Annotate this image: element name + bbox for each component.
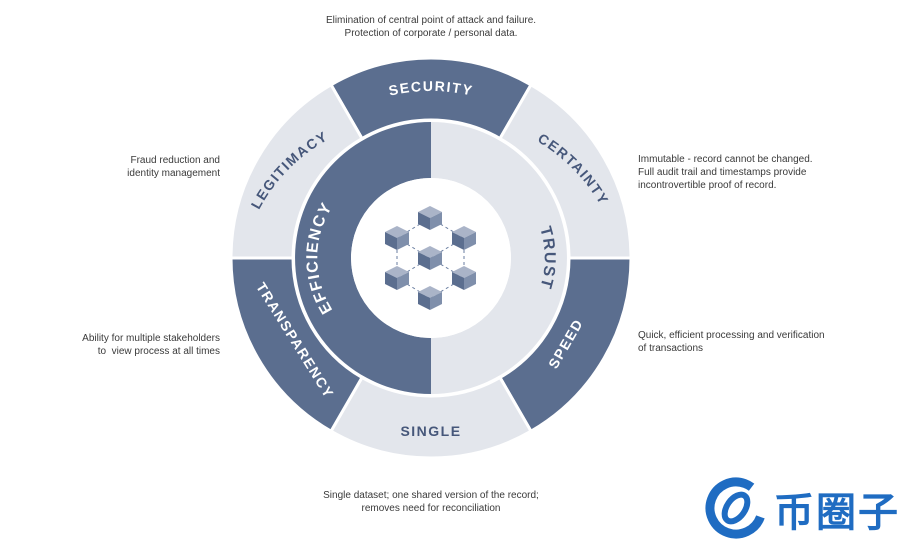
- cube-icon: [418, 286, 442, 310]
- cube-icon: [452, 266, 476, 290]
- cube-icon: [452, 226, 476, 250]
- segment-trust: [431, 122, 567, 394]
- segment-label-security: SECURITY: [387, 78, 475, 99]
- description-legitimacy: Fraud reduction and identity management: [127, 155, 220, 179]
- description-speed: Quick, efficient processing and verifica…: [638, 330, 825, 354]
- description-single: Single dataset; one shared version of th…: [323, 490, 539, 514]
- blockchain-cubes-icon: [385, 206, 476, 310]
- cube-icon: [385, 226, 409, 250]
- description-security: Elimination of central point of attack a…: [325, 15, 537, 39]
- inner-label-trust: TRUST: [536, 225, 558, 292]
- cube-icon: [418, 246, 442, 270]
- description-certainty: Immutable - record cannot be changed. Fu…: [638, 154, 813, 191]
- logo-text: 币圈子: [774, 490, 900, 536]
- segment-legitimacy: [229, 82, 365, 260]
- outer-ring: [229, 56, 633, 460]
- cube-icon: [385, 266, 409, 290]
- segment-efficiency: [295, 122, 431, 394]
- inner-ring: [295, 122, 567, 394]
- coin-circle-logo-icon: [705, 477, 767, 539]
- cube-icon: [418, 206, 442, 230]
- watermark-logo: 币圈子: [702, 474, 914, 542]
- description-transparency: Ability for multiple stakeholders to vie…: [82, 333, 220, 357]
- segment-label-single: SINGLE: [400, 423, 461, 439]
